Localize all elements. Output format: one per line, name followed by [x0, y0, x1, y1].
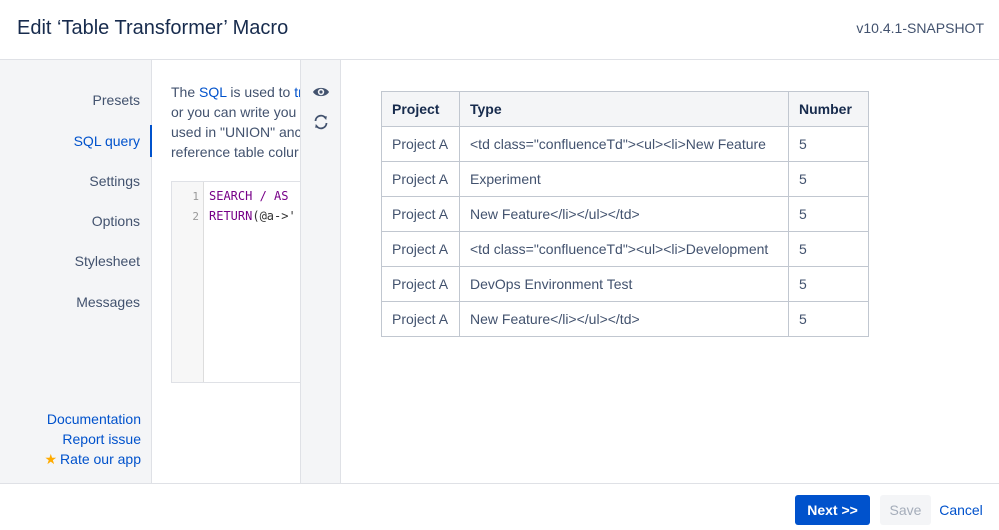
- table-cell: Project A: [381, 196, 460, 232]
- sql-description: The SQL is used to tr or you can write y…: [171, 82, 300, 162]
- save-button[interactable]: Save: [880, 495, 931, 525]
- table-cell: 5: [788, 301, 869, 337]
- rate-app-link[interactable]: ★Rate our app: [44, 451, 141, 468]
- table-cell: New Feature</li></ul></td>: [459, 196, 789, 232]
- table-cell: DevOps Environment Test: [459, 266, 789, 302]
- table-row: Project A New Feature</li></ul></td> 5: [381, 301, 869, 337]
- table-cell: 5: [788, 231, 869, 267]
- column-header-project: Project: [381, 91, 460, 127]
- line-number: 2: [192, 210, 199, 223]
- desc-line: reference table colur: [171, 144, 299, 160]
- sql-panel: The SQL is used to tr or you can write y…: [152, 60, 300, 483]
- sidebar-item-settings[interactable]: Settings: [89, 173, 140, 189]
- next-button[interactable]: Next >>: [795, 495, 870, 525]
- code-line: SEARCH / AS: [209, 189, 288, 203]
- table-cell: Project A: [381, 301, 460, 337]
- desc-text: The: [171, 84, 200, 100]
- table-cell: Project A: [381, 126, 460, 162]
- table-cell: 5: [788, 161, 869, 197]
- desc-line: or you can write you: [171, 104, 297, 120]
- sidebar-item-messages[interactable]: Messages: [76, 294, 140, 310]
- version-label: v10.4.1-SNAPSHOT: [856, 20, 984, 36]
- refresh-icon[interactable]: [312, 113, 330, 131]
- documentation-link[interactable]: Documentation: [46, 411, 141, 427]
- dialog-title: Edit ‘Table Transformer’ Macro: [17, 17, 289, 39]
- report-issue-link[interactable]: Report issue: [62, 431, 141, 447]
- table-cell: Project A: [381, 231, 460, 267]
- table-row: Project A Experiment 5: [381, 161, 869, 197]
- eye-icon[interactable]: [312, 83, 330, 101]
- table-cell: 5: [788, 266, 869, 302]
- table-cell: Project A: [381, 266, 460, 302]
- transform-link[interactable]: tr: [294, 84, 300, 100]
- active-indicator: [150, 125, 152, 157]
- preview-pane: Project Type Number Project A <td class=…: [341, 60, 999, 483]
- sql-editor[interactable]: 1 2 SEARCH / AS RETURN(@a->': [171, 181, 300, 383]
- table-row: Project A <td class="confluenceTd"><ul><…: [381, 126, 869, 162]
- table-cell: 5: [788, 126, 869, 162]
- desc-text: is used to: [226, 84, 295, 100]
- code-keyword: RETURN: [209, 209, 253, 223]
- table-cell: Project A: [381, 161, 460, 197]
- sql-link[interactable]: SQL: [199, 84, 227, 100]
- desc-line: used in "UNION" anc: [171, 124, 300, 140]
- line-gutter: 1 2: [172, 182, 204, 382]
- dialog-header: Edit ‘Table Transformer’ Macro v10.4.1-S…: [0, 0, 999, 60]
- cancel-button[interactable]: Cancel: [936, 495, 986, 525]
- line-number: 1: [192, 190, 199, 203]
- sidebar-item-presets[interactable]: Presets: [92, 92, 140, 108]
- column-header-type: Type: [459, 91, 789, 127]
- code-line: RETURN(@a->': [209, 209, 296, 223]
- rate-app-label: Rate our app: [60, 451, 141, 467]
- code-text: (@a->': [252, 209, 296, 223]
- table-row: Project A New Feature</li></ul></td> 5: [381, 196, 869, 232]
- sidebar: Presets SQL query Settings Options Style…: [0, 60, 152, 483]
- star-icon: ★: [44, 451, 58, 467]
- preview-table: Project Type Number Project A <td class=…: [381, 91, 869, 337]
- table-cell: <td class="confluenceTd"><ul><li>Develop…: [459, 231, 789, 267]
- sidebar-item-options[interactable]: Options: [91, 213, 140, 229]
- table-cell: Experiment: [459, 161, 789, 197]
- code-keyword: SEARCH / AS: [209, 189, 289, 203]
- sidebar-item-stylesheet[interactable]: Stylesheet: [74, 253, 140, 269]
- table-cell: 5: [788, 196, 869, 232]
- table-header-row: Project Type Number: [381, 91, 869, 127]
- sidebar-item-sql-query[interactable]: SQL query: [73, 133, 140, 149]
- table-cell: New Feature</li></ul></td>: [459, 301, 789, 337]
- dialog-footer: Next >> Save Cancel: [0, 483, 999, 530]
- preview-toolbar: [300, 60, 341, 483]
- table-row: Project A <td class="confluenceTd"><ul><…: [381, 231, 869, 267]
- column-header-number: Number: [788, 91, 869, 127]
- table-cell: <td class="confluenceTd"><ul><li>New Fea…: [459, 126, 789, 162]
- table-row: Project A DevOps Environment Test 5: [381, 266, 869, 302]
